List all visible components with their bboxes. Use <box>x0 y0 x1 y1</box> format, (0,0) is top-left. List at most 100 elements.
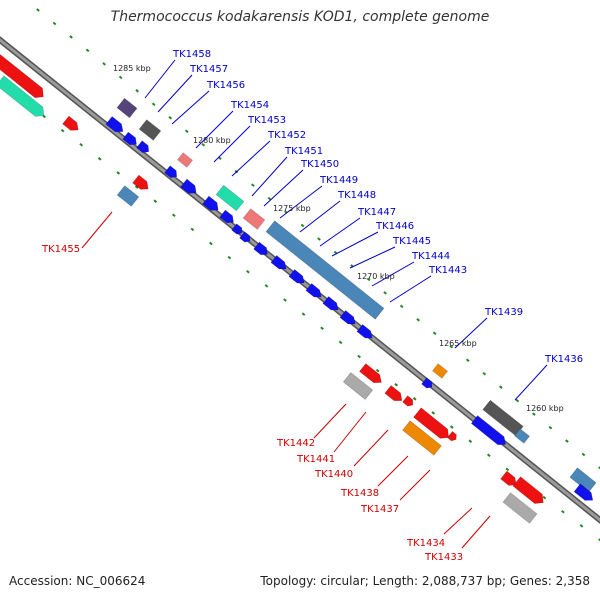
leader-line <box>399 469 431 501</box>
tick-mark <box>60 128 65 133</box>
tick-mark <box>85 48 90 53</box>
tick-mark <box>283 298 287 302</box>
gene-feature <box>231 223 243 235</box>
gene-feature <box>573 483 594 501</box>
tick-mark <box>36 8 40 12</box>
leader-line <box>331 231 379 257</box>
gene-feature <box>402 395 414 407</box>
leader-line <box>461 515 491 549</box>
gene-label-tk1453: TK1453 <box>247 115 286 126</box>
gene-feature <box>470 415 506 446</box>
gene-label-tk1450: TK1450 <box>300 159 339 170</box>
kbp-label: 1265 kbp <box>439 339 477 348</box>
leader-line <box>263 169 304 207</box>
tick-mark <box>190 227 195 232</box>
gene-feature <box>136 140 150 153</box>
gene-label-tk1444: TK1444 <box>411 251 450 262</box>
gene-feature <box>502 492 538 524</box>
gene-feature <box>164 165 178 178</box>
gene-label-tk1436: TK1436 <box>544 354 583 365</box>
gene-label-tk1456: TK1456 <box>206 80 245 91</box>
leader-line <box>454 317 488 349</box>
gene-feature <box>359 363 382 384</box>
gene-label-tk1441: TK1441 <box>296 454 335 465</box>
tick-mark <box>69 35 73 39</box>
leader-line <box>299 200 341 233</box>
gene-label-tk1452: TK1452 <box>267 130 306 141</box>
tick-mark <box>246 269 250 274</box>
tick-mark <box>412 397 417 401</box>
gene-label-tk1447: TK1447 <box>357 207 396 218</box>
gene-feature <box>239 231 251 243</box>
gene-feature <box>514 428 530 444</box>
leader-line <box>443 507 473 535</box>
tick-mark <box>548 425 553 430</box>
tick-mark <box>394 382 399 387</box>
tick-mark <box>227 255 232 260</box>
tick-mark <box>153 199 158 203</box>
tick-mark <box>135 89 140 93</box>
kbp-label: 1280 kbp <box>193 136 231 145</box>
gene-feature <box>402 420 442 456</box>
tick-mark <box>399 304 404 309</box>
tick-mark <box>366 277 371 282</box>
gene-label-tk1443: TK1443 <box>428 265 467 276</box>
leader-line <box>349 246 396 269</box>
gene-label-tk1458: TK1458 <box>172 49 211 60</box>
tick-mark <box>184 129 189 134</box>
gene-feature <box>322 296 339 311</box>
leader-line <box>195 110 234 149</box>
gene-label-tk1438: TK1438 <box>340 488 379 499</box>
leader-line <box>389 275 432 303</box>
gene-feature <box>0 54 44 99</box>
tick-mark <box>532 412 536 416</box>
leader-line <box>251 156 288 197</box>
gene-label-tk1445: TK1445 <box>392 236 431 247</box>
gene-features <box>0 54 597 524</box>
leader-line <box>213 125 251 163</box>
gene-label-tk1437: TK1437 <box>360 504 399 515</box>
tick-mark <box>375 368 380 373</box>
tick-mark <box>579 524 584 528</box>
gene-feature <box>288 269 305 284</box>
gene-feature <box>180 178 197 194</box>
gene-feature <box>202 195 219 211</box>
tick-mark <box>598 538 600 542</box>
leader-line <box>81 211 113 249</box>
gene-label-tk1446: TK1446 <box>375 221 414 232</box>
tick-mark <box>264 284 269 288</box>
tick-mark <box>561 509 565 514</box>
tick-mark <box>134 185 139 189</box>
gene-feature <box>421 377 433 389</box>
tick-mark <box>468 439 473 443</box>
tick-mark <box>416 318 421 322</box>
gene-feature <box>177 152 193 168</box>
tick-mark <box>79 142 84 147</box>
gene-label-tk1454: TK1454 <box>230 100 269 111</box>
tick-mark <box>449 425 454 429</box>
gene-labels: TK1458TK1457TK1456TK1454TK1453TK1452TK14… <box>41 49 583 563</box>
tick-mark <box>267 196 272 201</box>
gene-label-tk1442: TK1442 <box>276 438 315 449</box>
tick-mark <box>357 354 361 359</box>
tick-mark <box>465 358 470 363</box>
leader-line <box>319 217 361 247</box>
gene-feature <box>339 310 356 325</box>
gene-feature <box>62 115 79 131</box>
tick-mark <box>482 371 487 376</box>
tick-mark <box>42 114 46 119</box>
tick-mark <box>168 115 173 120</box>
gene-feature <box>132 174 149 190</box>
tick-mark <box>201 142 206 147</box>
gene-label-tk1451: TK1451 <box>284 146 323 157</box>
gene-feature <box>116 97 138 119</box>
leader-line <box>377 455 409 487</box>
gene-feature <box>512 476 544 504</box>
gene-feature <box>500 470 517 486</box>
leader-line <box>157 74 193 113</box>
gene-label-tk1433: TK1433 <box>424 552 463 563</box>
tick-mark <box>209 241 213 246</box>
gene-feature <box>432 363 448 379</box>
tick-mark <box>317 237 321 241</box>
